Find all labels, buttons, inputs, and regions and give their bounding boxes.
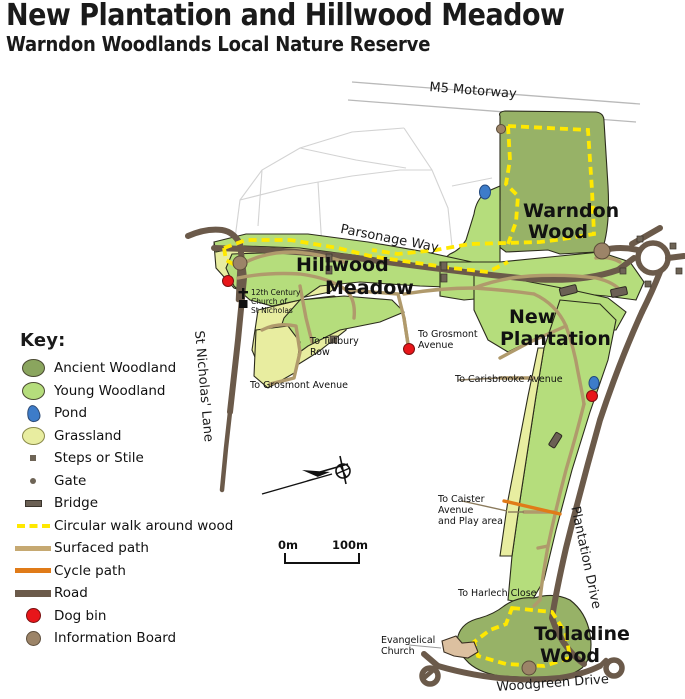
key-item-grassland: Grassland [12,425,257,448]
pond-new-plantation [588,376,600,390]
north-arrow [261,455,351,495]
ancient-woodland-icon [12,359,54,378]
key-item-circular-walk: Circular walk around wood [12,515,257,538]
stile-4 [440,273,448,283]
stile-5 [329,335,338,344]
pond-icon [12,403,54,423]
key-item-ancient-woodland: Ancient Woodland [12,357,257,380]
stile-10 [619,267,627,275]
bridge-north [558,284,578,297]
key-label-ancient-woodland: Ancient Woodland [54,360,177,377]
dog-bin-st-nicholas [222,275,234,287]
info-board-hillwood [232,255,248,271]
bridge-west [610,286,628,298]
key-label-dog-bin: Dog bin [54,607,107,624]
key-label-grassland: Grassland [54,427,122,444]
key-heading: Key: [20,330,66,351]
key-label-pond: Pond [54,405,88,422]
field-boundaries [233,127,493,249]
key-label-steps-or-stile: Steps or Stile [54,450,144,467]
key-item-information-board: Information Board [12,627,257,650]
key-label-gate: Gate [54,472,87,489]
stile-3 [440,261,448,271]
scale-bar: 0m 100m [278,538,368,564]
key-label-road: Road [54,585,88,602]
grassland-icon [12,426,54,445]
scale-rule [284,553,360,564]
key-item-dog-bin: Dog bin [12,605,257,628]
info-board-warndon-se [593,242,611,260]
stile-1 [325,253,333,263]
cycle-path [502,499,562,516]
key-item-young-woodland: Young Woodland [12,380,257,403]
key-panel: Key: Ancient Woodland Young Woodland Pon… [12,330,257,650]
page-subtitle: Warndon Woodlands Local Nature Reserve [6,32,431,56]
pond-warndon [479,184,491,200]
circular-walks [222,124,596,668]
info-board-warndon-nw [496,124,506,134]
info-board-tolladine [521,660,537,676]
key-label-circular-walk: Circular walk around wood [54,517,234,534]
gate-icon [12,477,54,484]
key-label-information-board: Information Board [54,630,177,647]
roads [185,225,685,687]
scale-end-label: 100m [332,538,368,552]
evangelical-church-building [441,635,479,659]
stile-7 [669,242,677,250]
information-board-icon [12,630,54,646]
page-title: New Plantation and Hillwood Meadow [6,0,565,33]
surfaced-paths [236,250,624,608]
key-item-gate: Gate [12,470,257,493]
stile-9 [644,280,652,288]
title-block: New Plantation and Hillwood Meadow Warnd… [6,0,685,55]
key-item-cycle-path: Cycle path [12,560,257,583]
warndon-wood-fringe [438,185,501,263]
key-item-road: Road [12,582,257,605]
key-item-steps-or-stile: Steps or Stile [12,447,257,470]
key-label-young-woodland: Young Woodland [54,382,166,399]
dog-bin-carisbrooke [586,390,598,402]
young-woodland-icon [12,381,54,400]
stile-8 [675,267,683,275]
bridge-icon [12,499,54,507]
road-icon [12,589,54,597]
key-label-cycle-path: Cycle path [54,562,126,579]
tolladine-wood-area [456,594,592,679]
stile-2 [325,265,333,275]
surfaced-path-icon [12,545,54,551]
steps-or-stile-icon [12,455,54,462]
scale-start-label: 0m [278,538,298,552]
key-label-surfaced-path: Surfaced path [54,540,149,557]
scale-labels: 0m 100m [278,538,368,552]
leader-lines [408,377,524,649]
church-symbol-st-nicholas [238,288,248,308]
key-label-bridge: Bridge [54,495,99,512]
point-symbols [222,124,683,676]
circular-walk-icon [12,523,54,528]
key-item-pond: Pond [12,402,257,425]
bridge-mid [548,432,563,449]
key-item-bridge: Bridge [12,492,257,515]
dog-bin-icon [12,608,54,624]
cycle-path-icon [12,568,54,574]
stile-6 [636,235,644,243]
key-item-surfaced-path: Surfaced path [12,537,257,560]
dog-bin-grosmont [403,343,415,355]
